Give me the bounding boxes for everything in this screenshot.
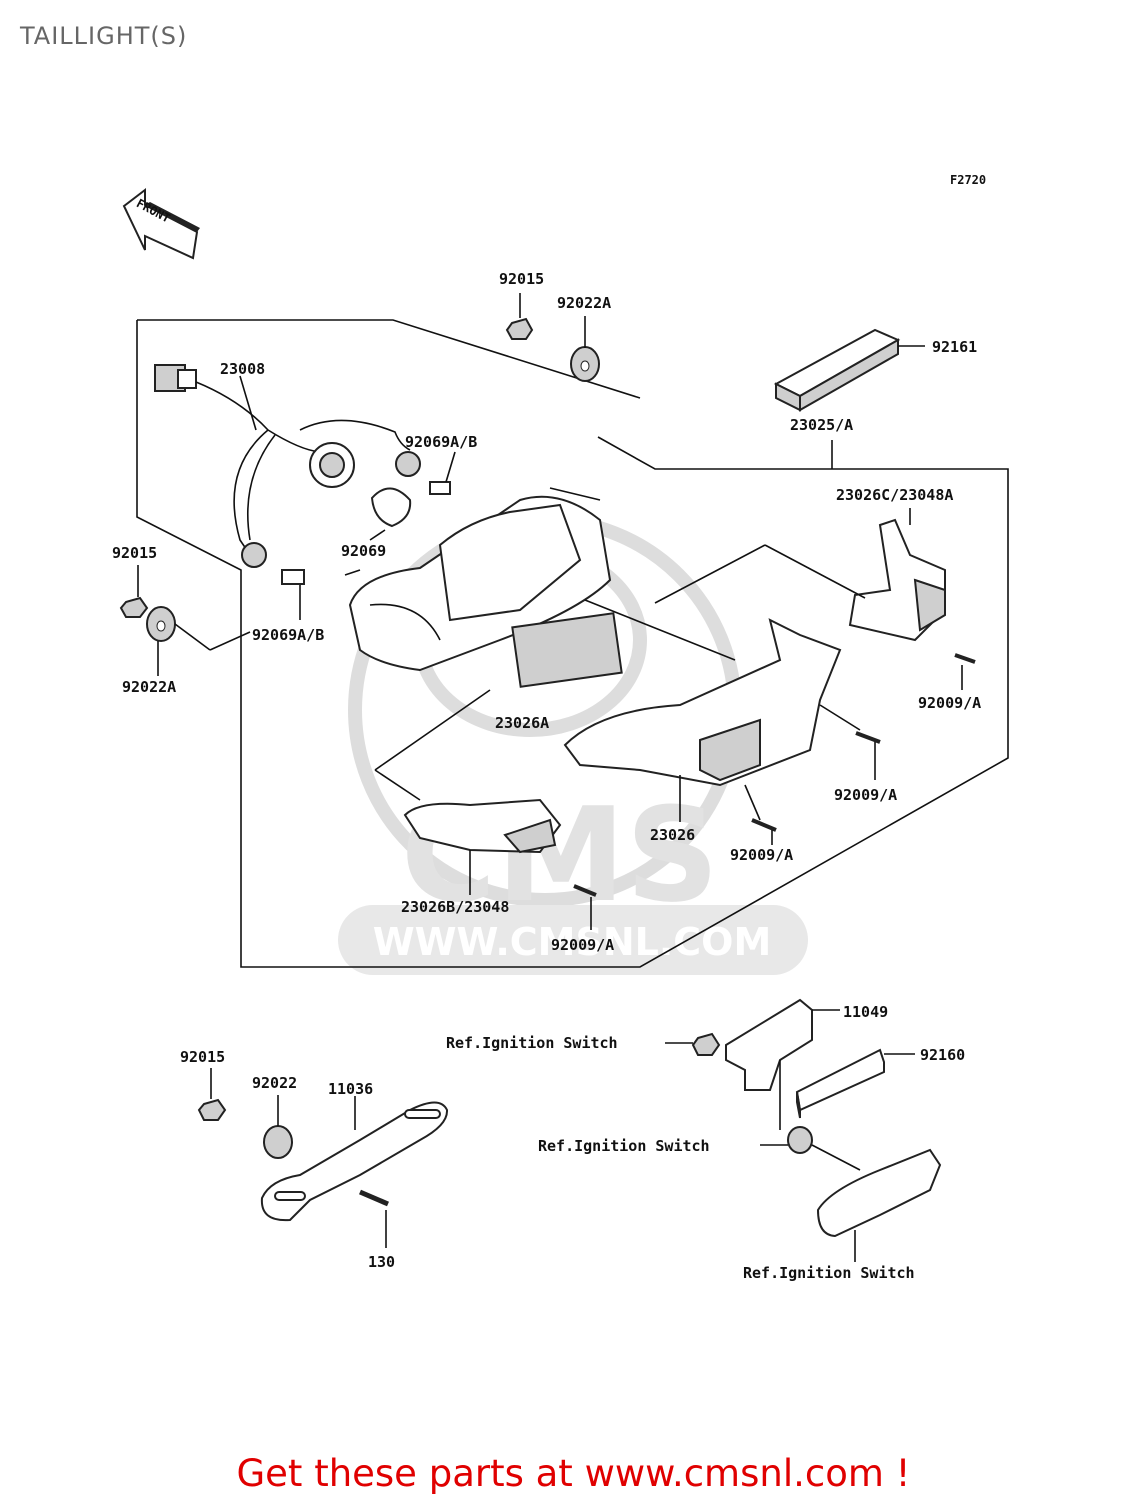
washer-92022A-top	[570, 316, 600, 382]
label-92161: 92161	[932, 338, 977, 356]
bulb-92069AB-top	[429, 451, 456, 495]
screw-92009A-2	[855, 731, 881, 780]
washer-ref-ignition-2	[760, 1126, 861, 1171]
screw-92009A-1	[954, 653, 976, 690]
lens-23026C	[848, 508, 946, 642]
watermark-url: WWW.CMSNL.COM	[373, 920, 772, 964]
label-92160: 92160	[920, 1046, 965, 1064]
label-23026B: 23026B/23048	[401, 898, 509, 916]
label-23008: 23008	[220, 360, 265, 378]
nut-ref-ignition-1	[665, 1032, 721, 1056]
label-23026A: 23026A	[495, 714, 549, 732]
label-92009A-1: 92009/A	[918, 694, 981, 712]
label-92015-left: 92015	[112, 544, 157, 562]
label-92069AB-left: 92069A/B	[252, 626, 324, 644]
screw-92009A-4	[573, 884, 597, 930]
front-arrow-icon: FRONT	[122, 187, 200, 260]
nut-92015-top	[505, 293, 534, 340]
label-23025A: 23025/A	[790, 416, 853, 434]
label-92069: 92069	[341, 542, 386, 560]
footer-promo-text: Get these parts at www.cmsnl.com !	[236, 1452, 911, 1495]
washer-92022	[263, 1095, 293, 1159]
label-ref-ignition-2: Ref.Ignition Switch	[538, 1137, 710, 1155]
washer-92022A-left	[146, 606, 251, 676]
label-11036: 11036	[328, 1080, 373, 1098]
label-23026: 23026	[650, 826, 695, 844]
label-92009A-2: 92009/A	[834, 786, 897, 804]
label-92009A-3: 92009/A	[730, 846, 793, 864]
label-ref-ignition-1: Ref.Ignition Switch	[446, 1034, 618, 1052]
assembly-outline	[136, 319, 1009, 968]
pad-92160	[795, 1048, 915, 1119]
page-title: TAILLIGHT(S)	[20, 22, 188, 50]
label-130: 130	[368, 1253, 395, 1271]
label-92069AB-top: 92069A/B	[405, 433, 477, 451]
label-92015-bottom: 92015	[180, 1048, 225, 1066]
nut-92015-bottom	[197, 1068, 227, 1121]
label-ref-ignition-3: Ref.Ignition Switch	[743, 1264, 915, 1282]
label-92022A-top: 92022A	[557, 294, 611, 312]
screw-92009A-3	[751, 818, 777, 845]
figure-code: F2720	[950, 173, 986, 187]
label-23026C: 23026C/23048A	[836, 486, 953, 504]
wiring-harness-23008	[154, 364, 421, 568]
label-92022: 92022	[252, 1074, 297, 1092]
lens-23026B	[403, 798, 562, 895]
bulb-92069AB-left	[281, 569, 305, 620]
bolt-130	[359, 1189, 389, 1248]
label-92015-top: 92015	[499, 270, 544, 288]
taillight-housing	[344, 487, 623, 688]
lens-23026	[563, 618, 842, 822]
bulb-92069	[369, 487, 412, 541]
bracket-11049	[725, 998, 840, 1130]
bracket-11036	[260, 1096, 449, 1222]
guide-lines	[374, 544, 866, 821]
label-92009A-4: 92009/A	[551, 936, 614, 954]
nut-92015-left	[119, 565, 149, 618]
label-92022A-left: 92022A	[122, 678, 176, 696]
label-11049: 11049	[843, 1003, 888, 1021]
reflector	[816, 1148, 942, 1262]
pad-92161	[773, 328, 925, 412]
